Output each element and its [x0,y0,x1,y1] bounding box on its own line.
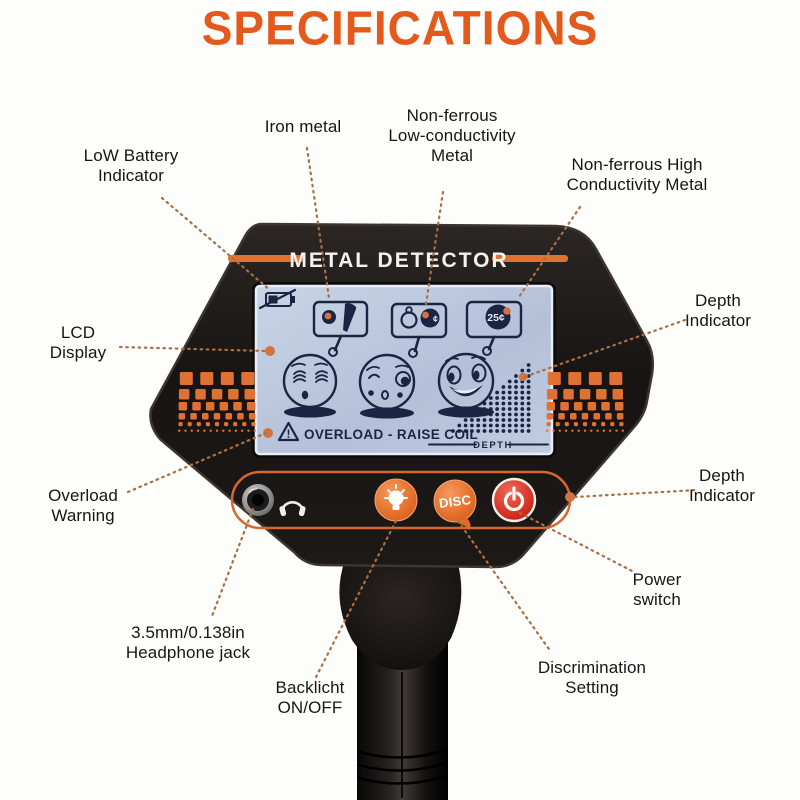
overload-text: OVERLOAD - RAISE COIL [304,427,478,442]
label-lcd-display: LCD Display [49,323,107,363]
svg-text:!: ! [287,427,291,441]
overload-warning: ! OVERLOAD - RAISE COIL [263,421,478,442]
page-title: SPECIFICATIONS [201,1,599,56]
bulb-icon [384,484,408,510]
screw-icon [343,305,356,332]
backlight-button[interactable] [374,478,418,522]
brand-strip: METAL DETECTOR [228,249,568,272]
depth-indicator-graph: DEPTH [428,363,549,451]
brand-text: METAL DETECTOR [289,249,508,272]
disc-button-label: DISC [438,492,472,511]
low-conductivity-sign: ¢ [390,302,448,358]
detector-shaft [339,560,462,800]
right-pixel-decoration [546,372,624,432]
power-button[interactable] [491,477,537,523]
low-battery-icon [258,288,297,310]
lcd-screen: ¢ 25¢ [252,282,556,458]
disc-button[interactable]: DISC [433,479,477,530]
label-power-switch: Power switch [632,570,682,610]
label-nonferrous-high-conductivity: Non-ferrous High Conductivity Metal [566,155,708,195]
warning-triangle-icon [277,421,300,442]
label-discrimination-setting: Discrimination Setting [537,658,647,698]
headphones-icon [279,501,306,517]
shaft-mount [339,560,462,670]
label-iron-metal: Iron metal [264,117,342,136]
label-low-battery-indicator: LoW Battery Indicator [83,146,179,186]
label-depth-indicator-bottom: Depth Indicator [688,466,756,506]
high-conductivity-sign: 25¢ [465,300,523,356]
wink-face [358,353,416,419]
power-icon [503,486,525,512]
left-pixel-decoration [178,372,256,432]
label-overload-warning: Overload Warning [48,486,118,526]
depth-text: DEPTH [473,440,513,451]
headphone-jack[interactable] [242,484,274,516]
depth-bars-icon [451,363,531,433]
svg-text:25¢: 25¢ [487,312,505,324]
label-backlight: Backlicht ON/OFF [275,678,345,718]
lcd-callout-dot [265,346,275,356]
detector-body: METAL DETECTOR [149,222,655,569]
iron-metal-sign [312,300,369,357]
panel-end-dot [565,492,575,502]
brand-bar-left [228,255,304,262]
label-headphone-jack: 3.5mm/0.138in Headphone jack [125,623,251,663]
svg-text:¢: ¢ [433,314,438,324]
label-nonferrous-low-conductivity: Non-ferrous Low-conductivity Metal [388,106,516,166]
callout-lines [118,146,699,679]
label-depth-indicator-top: Depth Indicator [684,291,752,331]
sad-face [282,353,338,418]
brand-bar-right [492,255,568,262]
